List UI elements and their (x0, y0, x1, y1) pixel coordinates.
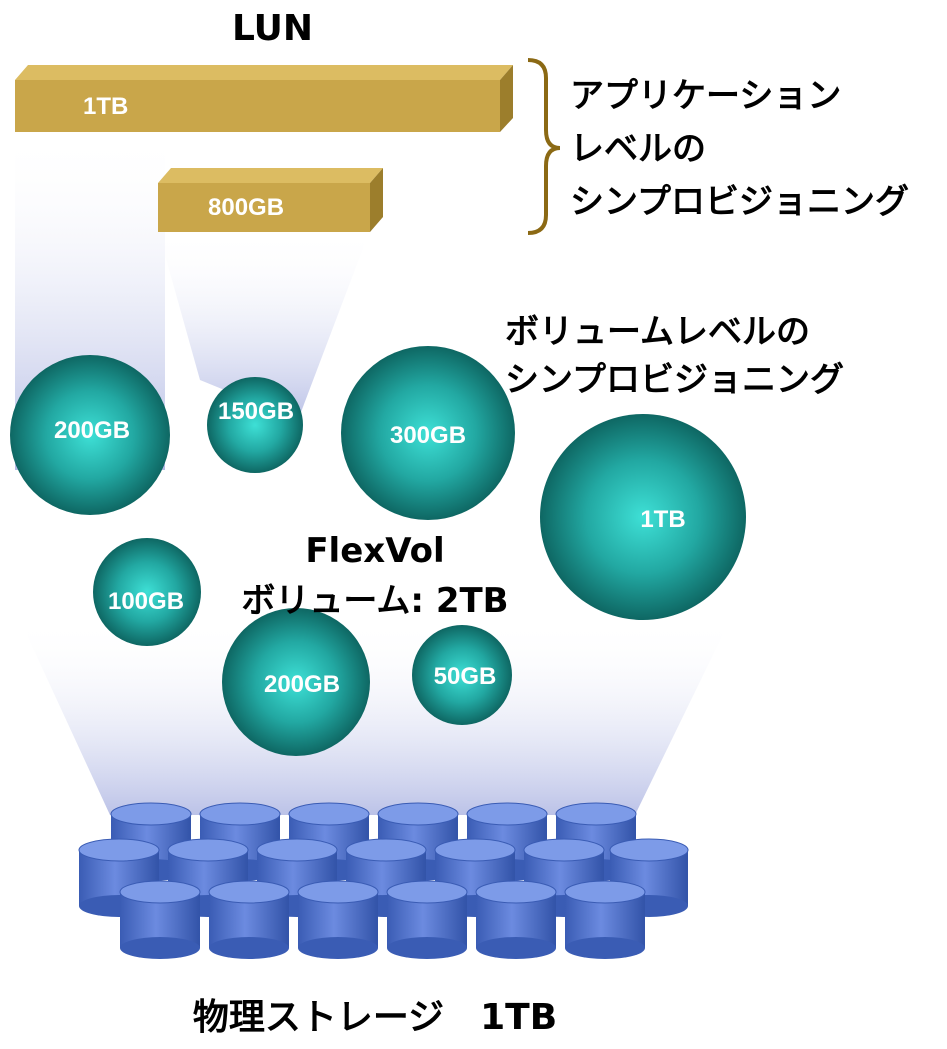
volume-sphere-50gb (412, 625, 512, 725)
lun-bar-800gb-top (158, 168, 383, 183)
flexvol-line-1: FlexVol (305, 531, 445, 571)
lun-bar-1tb-top (15, 65, 513, 80)
volume-sphere-300gb (341, 346, 515, 520)
storage-beam (20, 620, 730, 815)
volume-level-label: ボリュームレベルの シンプロビジョニング (505, 308, 844, 404)
volume-label-50gb: 50GB (433, 663, 497, 690)
volume-label-100gb: 100GB (107, 588, 185, 615)
disk (208, 880, 290, 959)
volume-label-150gb: 150GB (217, 398, 295, 425)
lun-bar-800gb-label: 800GB (208, 194, 285, 221)
volume-sphere-150gb (207, 377, 303, 473)
volume-sphere-100gb (93, 538, 201, 646)
volume-label-300gb: 300GB (389, 422, 467, 449)
lun-title: LUN (232, 8, 314, 49)
application-level-label: アプリケーション レベルの シンプロビジョニング (570, 70, 909, 229)
volume-label-200gb-a: 200GB (53, 417, 131, 444)
lun-bar-1tb (15, 65, 513, 132)
disk (564, 880, 646, 959)
disk (475, 880, 557, 959)
application-level-line-2: レベルの (570, 129, 706, 169)
disk (609, 838, 689, 917)
volume-sphere-200gb-a (10, 355, 170, 515)
lun-bar-800gb-side (370, 168, 383, 232)
application-level-line-1: アプリケーション (570, 76, 842, 116)
disk (297, 880, 379, 959)
lun-bar-1tb-front (15, 80, 500, 132)
disk (119, 880, 201, 959)
lun-bar-800gb (158, 168, 383, 232)
flexvol-line-2: ボリューム: 2TB (241, 581, 509, 621)
lun-beam-right (158, 230, 370, 420)
disk-array (78, 802, 689, 959)
disk (78, 838, 160, 917)
disk-row-front (119, 880, 646, 959)
volume-level-line-2: シンプロビジョニング (505, 360, 844, 400)
volume-sphere-1tb (540, 414, 746, 620)
application-level-brace (527, 58, 561, 235)
volume-sphere-200gb-b (222, 608, 370, 756)
volume-level-line-1: ボリュームレベルの (505, 312, 810, 352)
lun-bar-800gb-front (158, 183, 370, 232)
physical-storage-label: 物理ストレージ 1TB (192, 997, 558, 1038)
lun-bar-1tb-label: 1TB (83, 93, 129, 120)
application-level-line-3: シンプロビジョニング (570, 182, 909, 222)
volume-label-200gb-b: 200GB (263, 671, 341, 698)
disk (386, 880, 468, 959)
volume-label-1tb: 1TB (640, 506, 686, 533)
flexvol-label: FlexVol ボリューム: 2TB (205, 526, 545, 626)
lun-bar-1tb-side (500, 65, 513, 132)
